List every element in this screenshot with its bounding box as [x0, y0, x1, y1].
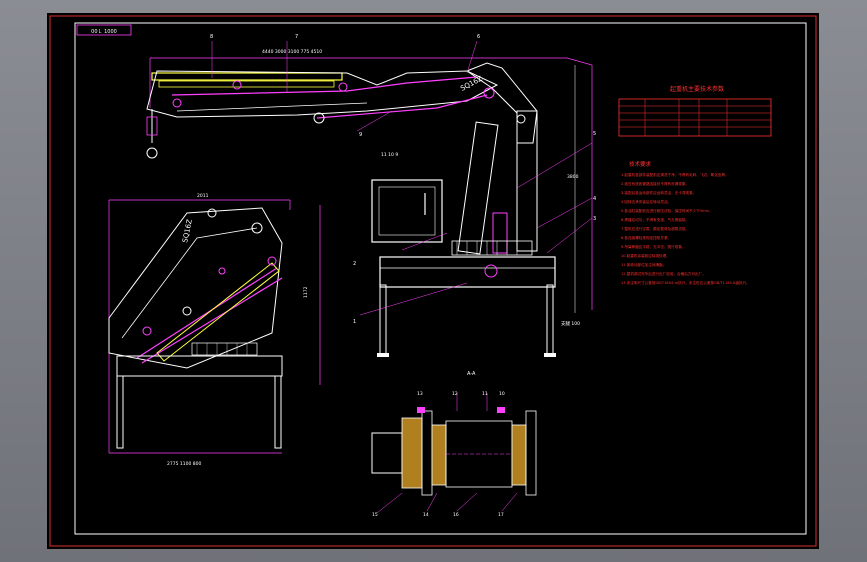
parameter-table: 起重机主要技术参数 — [618, 85, 772, 137]
balloon-main-5: 5 — [593, 131, 596, 137]
section-label: A-A — [467, 371, 476, 377]
balloon-main-2: 7 — [295, 34, 298, 40]
balloon-main-7: 3 — [593, 216, 596, 222]
balloon-main-1: 8 — [210, 34, 213, 40]
balloon-main-6: 4 — [593, 196, 596, 202]
folded-side-view: 2011 1172 2775 1100 800 — [108, 193, 321, 467]
tech-line-8: 8.各连接螺栓按规定扭矩拧紧。 — [621, 235, 671, 240]
tech-line-7: 7.整机应进行空载、额定载荷及超载试验。 — [621, 226, 689, 231]
part-balloons: 8 7 6 9 5 4 3 2 1 13 12 11 10 15 14 16 1… — [210, 34, 596, 518]
tech-line-10: 10.起重机涂装前应除锈处理。 — [621, 253, 670, 258]
balloon-main-8: 2 — [353, 261, 356, 267]
balloon-detail-1: 13 — [417, 391, 423, 397]
balloon-detail-3: 11 — [482, 391, 488, 397]
tech-line-3: 3.装配后各运动部件应运转灵活，无卡滞现象。 — [621, 190, 696, 195]
balloon-detail-5: 15 — [372, 512, 378, 518]
balloon-detail-2: 12 — [452, 391, 458, 397]
tech-line-12: 12.整机调试完毕后进行出厂检验，合格后方可出厂。 — [621, 271, 706, 276]
code-block — [76, 24, 132, 36]
tech-line-4: 4.回转支承安装后应转动灵活。 — [621, 199, 671, 204]
left-bottom-dimension: 2775 1100 800 — [167, 461, 201, 467]
outer-border — [49, 15, 817, 547]
tech-line-5: 5.各油缸装配前应进行耐压试验，保压时间不少于5min。 — [621, 208, 713, 213]
model-label-folded: SQ16Z — [181, 218, 194, 243]
ground-dimension: 支腿 100 — [561, 320, 580, 327]
tech-line-2: 2.液压系统各管路连接处不得有渗漏现象。 — [621, 181, 689, 186]
right-dimension: 3800 — [567, 174, 579, 180]
main-elevation-view: SQ16Z 4440 3000 3100 775 4510 — [146, 40, 593, 357]
left-side-dimension: 1172 — [303, 286, 309, 298]
code-text: 00Ｌ 1000 — [91, 29, 117, 35]
balloon-detail-8: 17 — [498, 512, 504, 518]
balloon-main-3: 6 — [477, 34, 480, 40]
section-detail: A-A — [371, 371, 537, 514]
balloon-detail-7: 16 — [453, 512, 459, 518]
drawing-frame — [74, 22, 807, 535]
note-top: 11 10 9 — [381, 152, 398, 158]
drawing-canvas: 00Ｌ 1000 — [49, 15, 817, 547]
tech-line-11: 11.各转动部位加注润滑脂。 — [621, 262, 666, 267]
balloon-detail-4: 10 — [499, 391, 505, 397]
balloon-main-4: 9 — [359, 132, 362, 138]
table-title: 起重机主要技术参数 — [670, 85, 724, 93]
left-top-dimension: 2011 — [197, 193, 209, 199]
tech-title: 技术要求 — [629, 160, 652, 168]
boom-dimension: 4440 3000 3100 775 4510 — [262, 49, 322, 55]
technical-requirements: 技术要求 1.起重机各部件装配前应清洗干净，不得有毛刺、飞边、氧化皮等。 2.液… — [621, 160, 750, 285]
balloon-main-9: 1 — [353, 319, 356, 325]
tech-line-1: 1.起重机各部件装配前应清洗干净，不得有毛刺、飞边、氧化皮等。 — [621, 172, 729, 177]
balloon-detail-6: 14 — [423, 512, 429, 518]
tech-line-13: 13.未注明尺寸公差按GB/T1804-m执行，未注形位公差按GB/T1184-… — [621, 280, 750, 285]
tech-line-9: 9.吊臂伸缩应平稳，无冲击、爬行现象。 — [621, 244, 686, 249]
tech-line-6: 6.焊缝应均匀，不得有夹渣、气孔等缺陷。 — [621, 217, 689, 222]
drawing-sheet: 00Ｌ 1000 — [47, 13, 819, 549]
